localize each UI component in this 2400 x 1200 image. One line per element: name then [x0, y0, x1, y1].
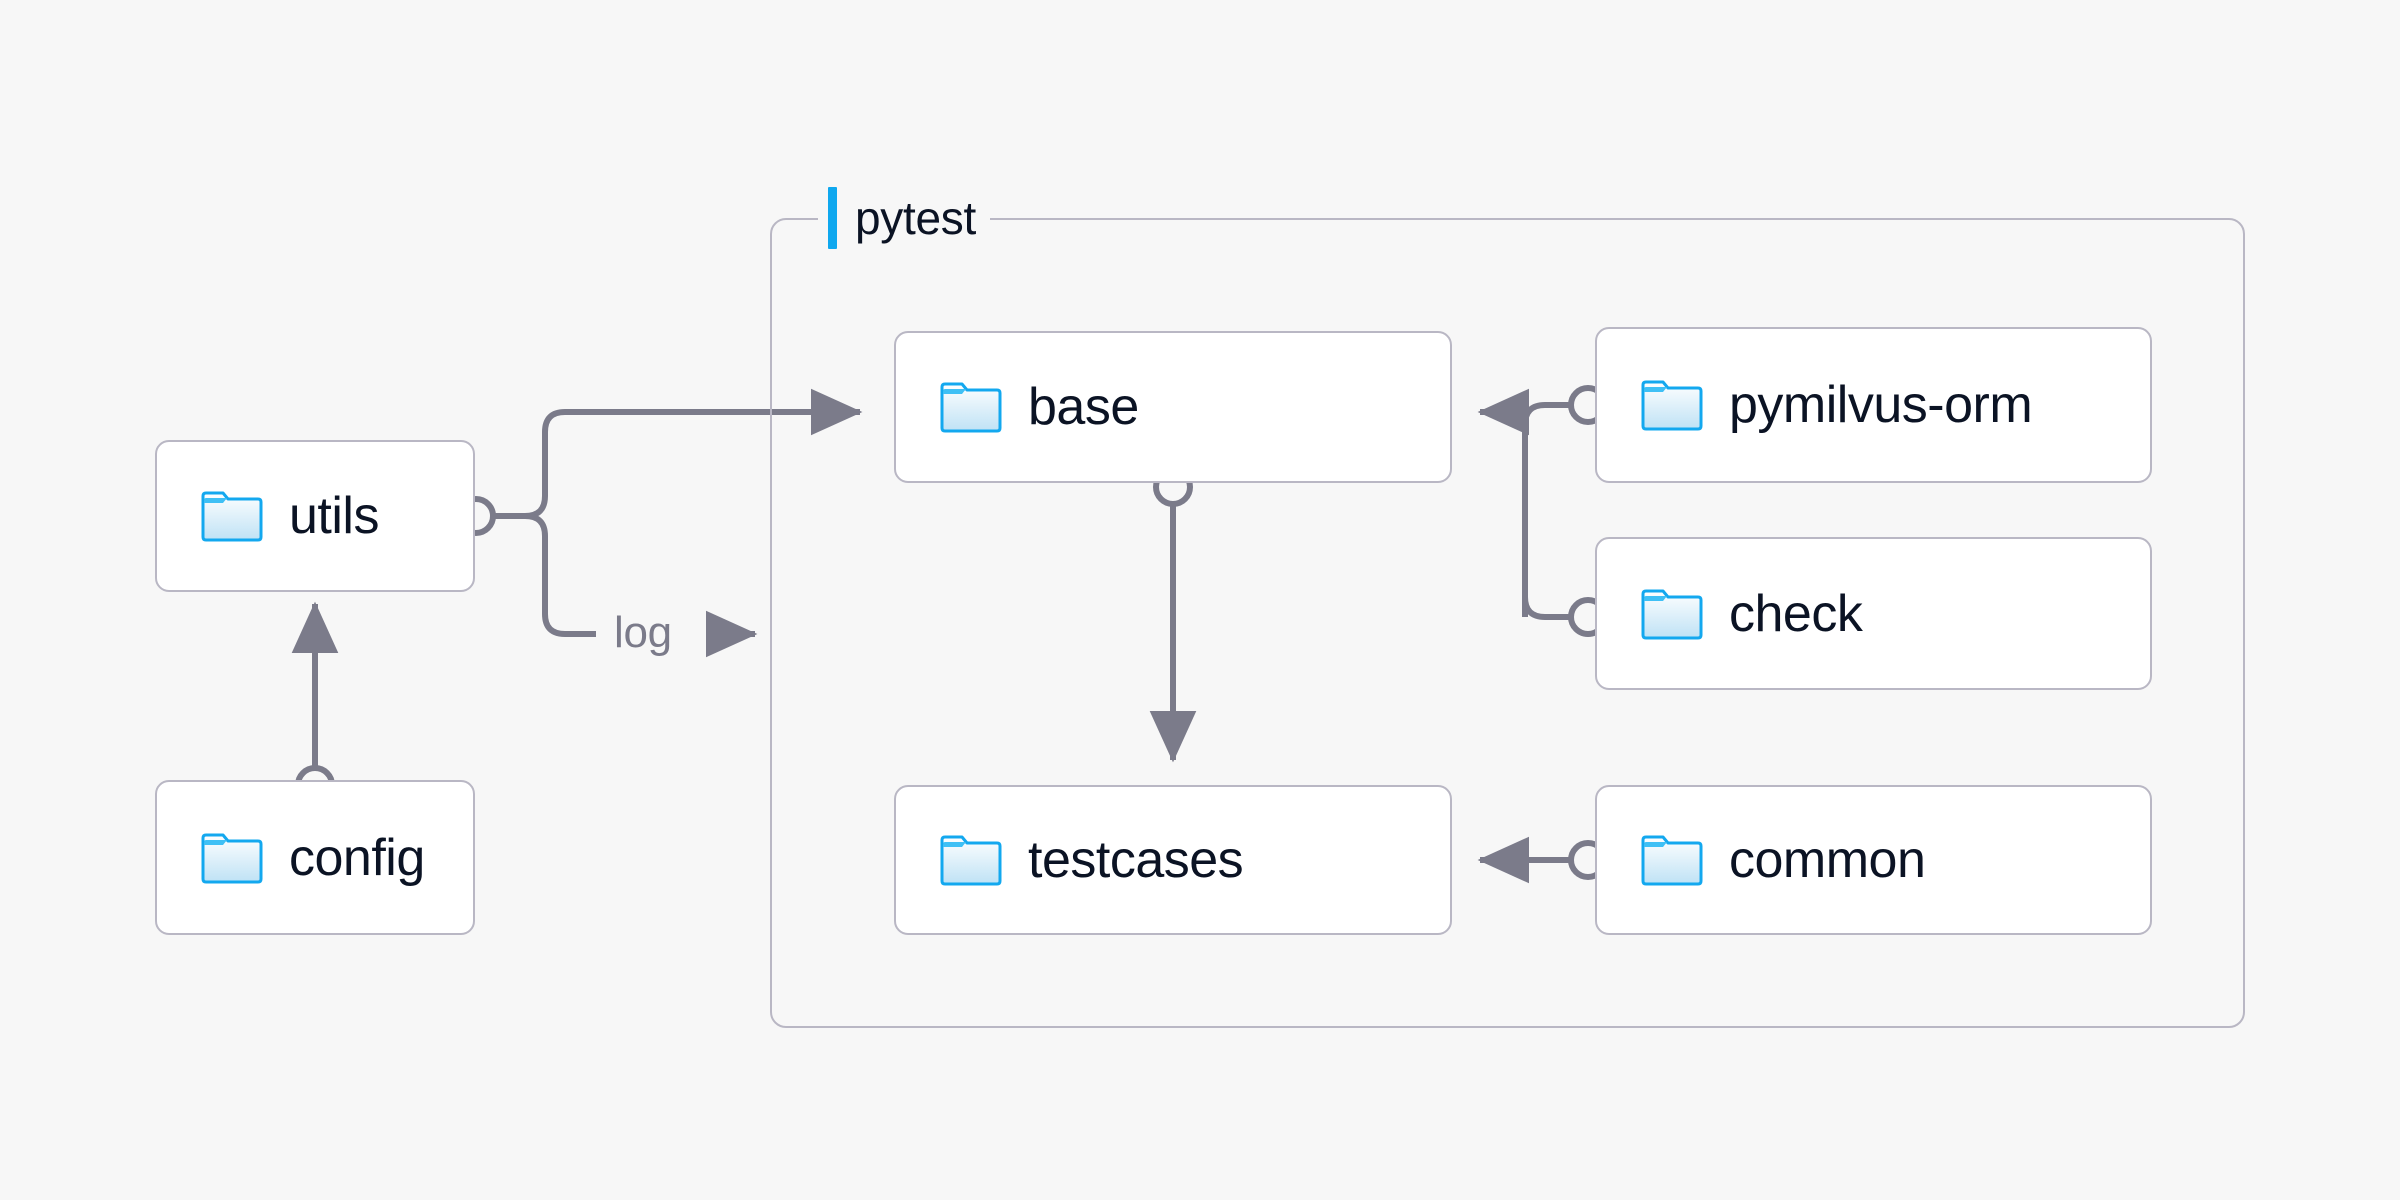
node-utils[interactable]: utils: [155, 440, 475, 592]
accent-bar-icon: [828, 187, 837, 249]
node-common-label: common: [1729, 831, 1926, 889]
folder-icon: [201, 491, 263, 542]
node-testcases-label: testcases: [1028, 831, 1244, 889]
edge-utils-log-left: [492, 513, 596, 637]
folder-icon: [201, 833, 263, 883]
node-utils-label: utils: [289, 487, 379, 545]
node-check[interactable]: check: [1595, 537, 2152, 690]
group-pytest-label: pytest: [818, 185, 990, 251]
folder-icon: [940, 382, 1002, 433]
node-testcases[interactable]: testcases: [894, 785, 1452, 935]
node-base-label: base: [1028, 378, 1139, 436]
node-check-label: check: [1729, 584, 1863, 643]
folder-icon: [1641, 835, 1703, 886]
edge-label-log: log: [604, 608, 682, 658]
node-pymilvus-orm-label: pymilvus-orm: [1729, 376, 2033, 434]
node-config-label: config: [289, 828, 425, 887]
node-config[interactable]: config: [155, 780, 475, 935]
node-pymilvus-orm[interactable]: pymilvus-orm: [1595, 327, 2152, 483]
group-pytest-label-text: pytest: [855, 192, 976, 244]
node-common[interactable]: common: [1595, 785, 2152, 935]
node-base[interactable]: base: [894, 331, 1452, 483]
folder-icon: [940, 835, 1002, 886]
folder-icon: [1641, 589, 1703, 639]
folder-icon: [1641, 380, 1703, 431]
group-pytest[interactable]: [770, 218, 2245, 1028]
